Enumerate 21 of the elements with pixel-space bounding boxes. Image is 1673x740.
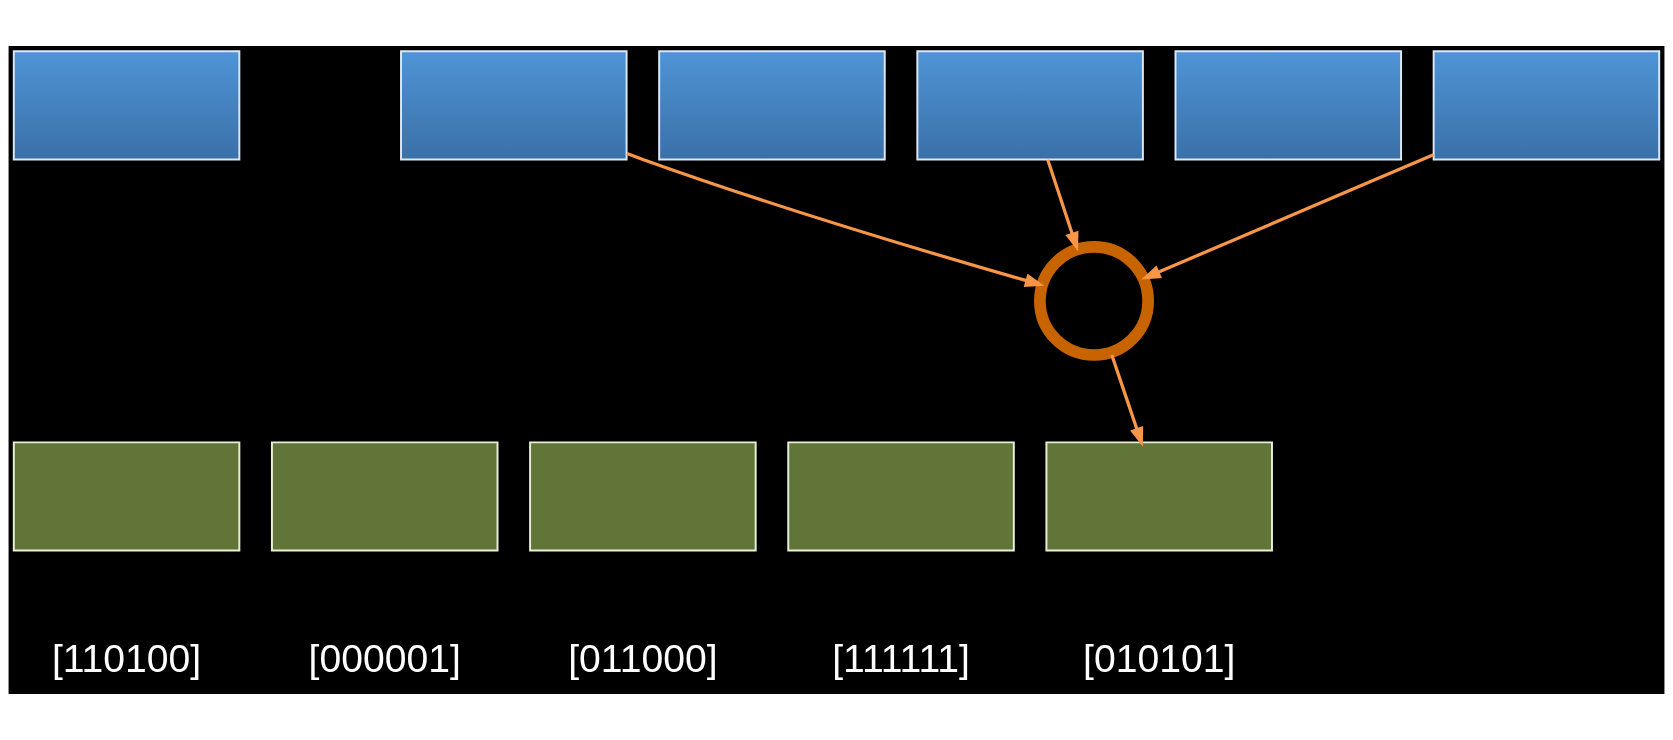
node-label: [110100] [51,636,202,680]
node-box [787,441,1015,552]
node-circle [1034,240,1154,361]
node-label: [111111] [832,636,970,680]
node-label: [010101] [1083,636,1236,680]
node-box [12,441,241,552]
node-box [916,50,1144,161]
arrow [626,152,1045,287]
node-box [1432,50,1661,161]
arrow [1110,354,1144,447]
node-box [12,50,241,161]
node-label: [000001] [308,636,461,680]
node-box [529,441,757,552]
arrow [1046,159,1079,252]
node-box [1174,50,1403,161]
node-box [658,50,886,161]
arrow [1141,153,1435,280]
node-box [400,50,628,161]
node-box [1045,441,1273,552]
node-box [270,441,499,552]
node-label: [011000] [568,636,718,680]
